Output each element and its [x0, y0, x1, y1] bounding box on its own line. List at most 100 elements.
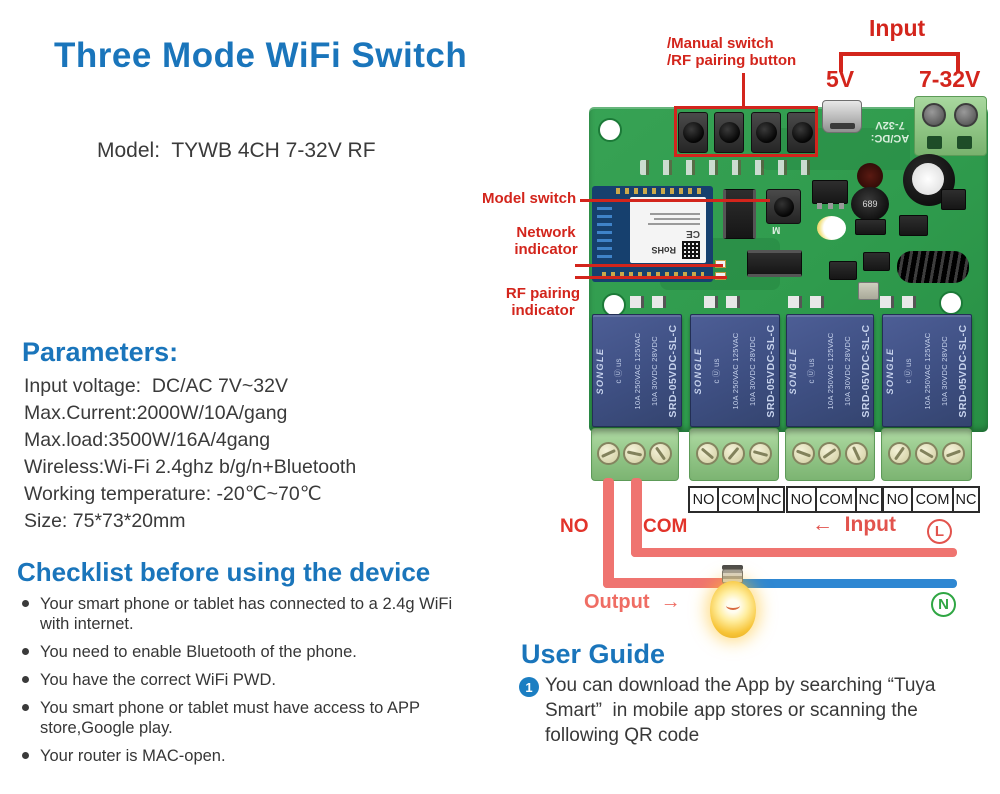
label-com: COM — [643, 516, 688, 537]
relay-brand: SONGLE — [595, 347, 605, 395]
relay-model: SRD-05VDC-SL-C — [957, 323, 969, 418]
mounting-hole-bottom-right — [939, 291, 963, 315]
relay-rating: 10A 30VDC 28VDC — [842, 335, 852, 406]
relay-label: SONGLE c Ⓤ us 10A 250VAC 125VAC 10A 30VD… — [595, 317, 679, 425]
relay-brand: SONGLE — [693, 347, 703, 395]
bullet-icon — [22, 648, 29, 655]
push-button-3 — [751, 112, 781, 153]
contact-labels-group-1: NO COM NC — [688, 486, 785, 513]
rf-line2: indicator — [511, 302, 575, 319]
diode — [855, 219, 886, 235]
bullet-icon — [22, 676, 29, 683]
terminal-screw — [954, 103, 978, 127]
terminal-block-2 — [689, 428, 779, 481]
relay-model: SRD-05VDC-SL-C — [667, 323, 679, 418]
bulb-tip — [722, 565, 743, 570]
relay-1: SONGLE c Ⓤ us 10A 250VAC 125VAC 10A 30VD… — [592, 314, 682, 427]
terminal-screw — [597, 442, 620, 465]
relay-cert: c Ⓤ us — [712, 358, 722, 383]
ic-chip — [899, 215, 928, 236]
terminal-screw — [888, 442, 911, 465]
smd-pair — [788, 296, 828, 308]
usb-slot — [830, 123, 855, 129]
capacitor-top — [912, 163, 944, 195]
network-line1: Network — [516, 224, 576, 241]
relay-label: SONGLE c Ⓤ us 10A 250VAC 125VAC 10A 30VD… — [693, 317, 777, 425]
mounting-hole-top-left — [598, 118, 622, 142]
button-knob — [719, 122, 740, 143]
smd-pair — [704, 296, 744, 308]
checklist-item: You have the correct WiFi PWD. — [22, 670, 454, 690]
light-bulb — [710, 581, 756, 638]
contact-labels-group-3: NO COM NC — [882, 486, 980, 513]
relay-rating: 10A 30VDC 28VDC — [939, 335, 949, 406]
relay-label: SONGLE c Ⓤ us 10A 250VAC 125VAC 10A 30VD… — [885, 317, 969, 425]
smd-pair — [880, 296, 920, 308]
push-button-4 — [787, 112, 817, 153]
module-pads — [602, 272, 704, 278]
step-number-badge: 1 — [519, 677, 539, 697]
button-knob — [683, 122, 704, 143]
terminal-screw — [792, 442, 815, 465]
push-button-2 — [714, 112, 744, 153]
parameters-title: Parameters: — [22, 337, 179, 367]
input-bracket-left — [839, 52, 843, 72]
checklist-item: You smart phone or tablet must have acce… — [22, 698, 454, 738]
smd-pair — [630, 296, 670, 308]
usb-port — [822, 100, 862, 133]
label-no: NO — [560, 516, 589, 537]
relay-label: SONGLE c Ⓤ us 10A 250VAC 125VAC 10A 30VD… — [788, 317, 872, 425]
relay-2: SONGLE c Ⓤ us 10A 250VAC 125VAC 10A 30VD… — [690, 314, 780, 427]
silkscreen-acdc: AC/DC: — [870, 132, 910, 144]
regulator-leg — [839, 203, 844, 209]
network-indicator-line — [575, 264, 723, 267]
ic-chip — [747, 250, 802, 277]
relay-rating: 10A 30VDC 28VDC — [649, 335, 659, 406]
bullet-icon — [22, 704, 29, 711]
checklist-item: You need to enable Bluetooth of the phon… — [22, 642, 454, 662]
round-led — [817, 216, 846, 240]
model-switch-button — [766, 189, 801, 224]
model-switch-callout-line — [580, 199, 770, 202]
terminal-screw — [915, 442, 938, 465]
relay-model: SRD-05VDC-SL-C — [860, 323, 872, 418]
contact-label-no: NO — [882, 486, 913, 513]
button-knob — [774, 197, 794, 217]
transistor — [941, 189, 966, 210]
regulator-leg — [817, 203, 822, 209]
checklist-item-text: You smart phone or tablet must have acce… — [40, 699, 420, 737]
antenna-trace — [597, 196, 612, 258]
contact-label-com: COM — [911, 486, 954, 513]
contact-label-nc: NC — [855, 486, 883, 513]
contact-label-no: NO — [688, 486, 719, 513]
relay-brand: SONGLE — [885, 347, 895, 395]
terminal-screw — [845, 442, 868, 465]
terminal-screw — [749, 442, 772, 465]
terminal-screw — [722, 442, 745, 465]
terminal-block-4 — [881, 428, 972, 481]
sticker-text-line — [648, 223, 700, 225]
user-guide-title: User Guide — [521, 639, 666, 669]
pcb-hole-dark — [857, 163, 883, 189]
antenna-coil — [897, 251, 969, 283]
input-terminal-block — [914, 96, 987, 156]
bullet-icon — [22, 752, 29, 759]
terminal-screw — [696, 442, 719, 465]
param-wireless: Wireless:Wi-Fi 2.4ghz b/g/n+Bluetooth — [24, 456, 357, 478]
relay-model: SRD-05VDC-SL-C — [765, 323, 777, 418]
relay-cert: c Ⓤ us — [904, 358, 914, 383]
sticker-text-line — [650, 213, 700, 215]
terminal-screw — [623, 442, 646, 465]
module-pads — [616, 188, 706, 194]
qr-code — [682, 241, 700, 259]
rohs-mark: RoHS — [651, 245, 677, 255]
model-switch-callout: Model switch — [482, 190, 577, 207]
ic-chip — [863, 252, 890, 271]
button-knob — [756, 122, 777, 143]
buttons-highlight-box — [674, 106, 818, 157]
param-working-temp: Working temperature: -20℃~70℃ — [24, 483, 322, 505]
sticker-text-line — [654, 218, 700, 220]
terminal-block-3 — [785, 428, 875, 481]
relay-brand: SONGLE — [788, 347, 798, 395]
